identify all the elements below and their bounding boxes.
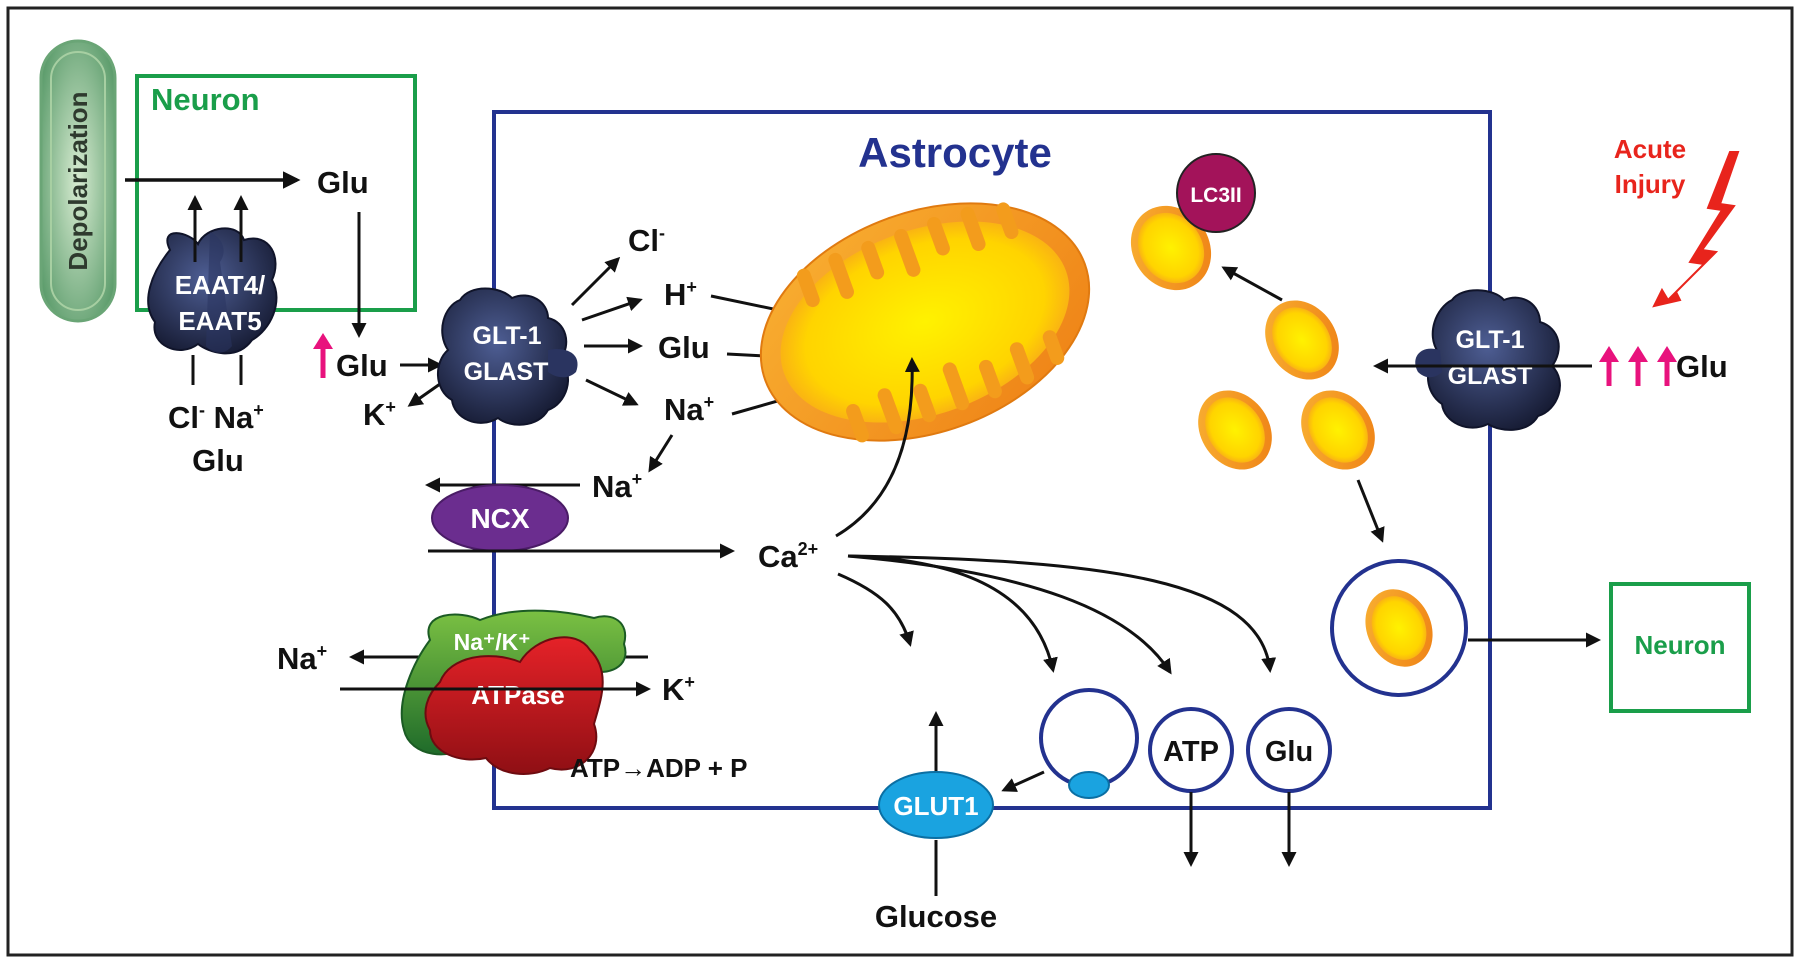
mitochondrion-large: [759, 202, 1091, 443]
eaat-line1-label: EAAT4/: [175, 270, 266, 300]
glast-left-label: GLAST: [464, 358, 549, 386]
na-plus-atpase-label: Na+: [277, 641, 327, 676]
glut1-vesicle-cargo: [1068, 771, 1110, 799]
atpase-main-label: ATPase: [471, 680, 564, 710]
na-k-atpase-pump: [400, 609, 627, 775]
neuron-box-top: [135, 74, 417, 312]
glu-astro-label: Glu: [658, 330, 710, 365]
acute-injury-bolt-icon: [1652, 151, 1740, 308]
neuron-box-right: [1609, 582, 1751, 713]
glt1-right-label: GLT-1: [1456, 326, 1525, 354]
ca-label: Ca2+: [758, 539, 818, 574]
acute-label: Acute: [1614, 134, 1686, 164]
depolarization-capsule: [39, 39, 117, 323]
na-plus-label: Na+: [664, 392, 714, 427]
mitochondrion-small-1: [1265, 300, 1339, 380]
astrocyte-title: Astrocyte: [858, 129, 1052, 176]
k-plus-atpase-label: K+: [662, 672, 695, 707]
glu-vesicle: [1246, 707, 1332, 793]
glt1-left-label: GLT-1: [473, 322, 542, 350]
glt1-glast-transporter-left: [436, 287, 578, 426]
atp-vesicle: [1148, 707, 1234, 793]
depolarization-label: Depolarization: [63, 91, 93, 270]
glucose-label: Glucose: [875, 899, 997, 934]
lc3ii-marker: [1176, 153, 1256, 233]
ncx-label: NCX: [470, 503, 529, 534]
k-plus-left-label: K+: [363, 397, 396, 432]
neuron-right-label: Neuron: [1635, 630, 1726, 660]
glut1-label: GLUT1: [893, 791, 978, 821]
glu-bottom-left-label: Glu: [192, 443, 244, 478]
glu-vesicle-label: Glu: [1265, 736, 1313, 768]
mitochondrion-small-3: [1301, 390, 1375, 470]
eaat-line2-label: EAAT5: [178, 306, 261, 336]
lc3ii-label: LC3II: [1190, 184, 1241, 207]
eaat-ion-labels: Cl- Na+: [168, 400, 264, 435]
glu-neuron-label: Glu: [317, 165, 369, 200]
glu-up-label: Glu: [336, 348, 388, 383]
injury-label: Injury: [1615, 169, 1686, 199]
atp-vesicle-label: ATP: [1163, 736, 1219, 768]
h-plus-label: H+: [664, 277, 697, 312]
glu-triple-increase-arrows: [1599, 346, 1677, 386]
mitochondrion-small-2: [1198, 390, 1272, 470]
na-plus-ncx-label: Na+: [592, 469, 642, 504]
neuron-top-label: Neuron: [151, 82, 260, 117]
glut1-transporter: [878, 771, 994, 839]
atp-reaction-label: ATP→ADP + P: [570, 753, 747, 783]
glt1-glast-transporter-right: [1415, 289, 1561, 431]
cl-minus-label: Cl-: [628, 223, 665, 258]
mitochondrion-lc3-tagged: [1130, 205, 1212, 291]
glu-right-label: Glu: [1676, 349, 1728, 384]
eaat4-eaat5-transporter: [147, 227, 278, 355]
atpase-top-label: Na⁺/K⁺: [454, 629, 531, 655]
